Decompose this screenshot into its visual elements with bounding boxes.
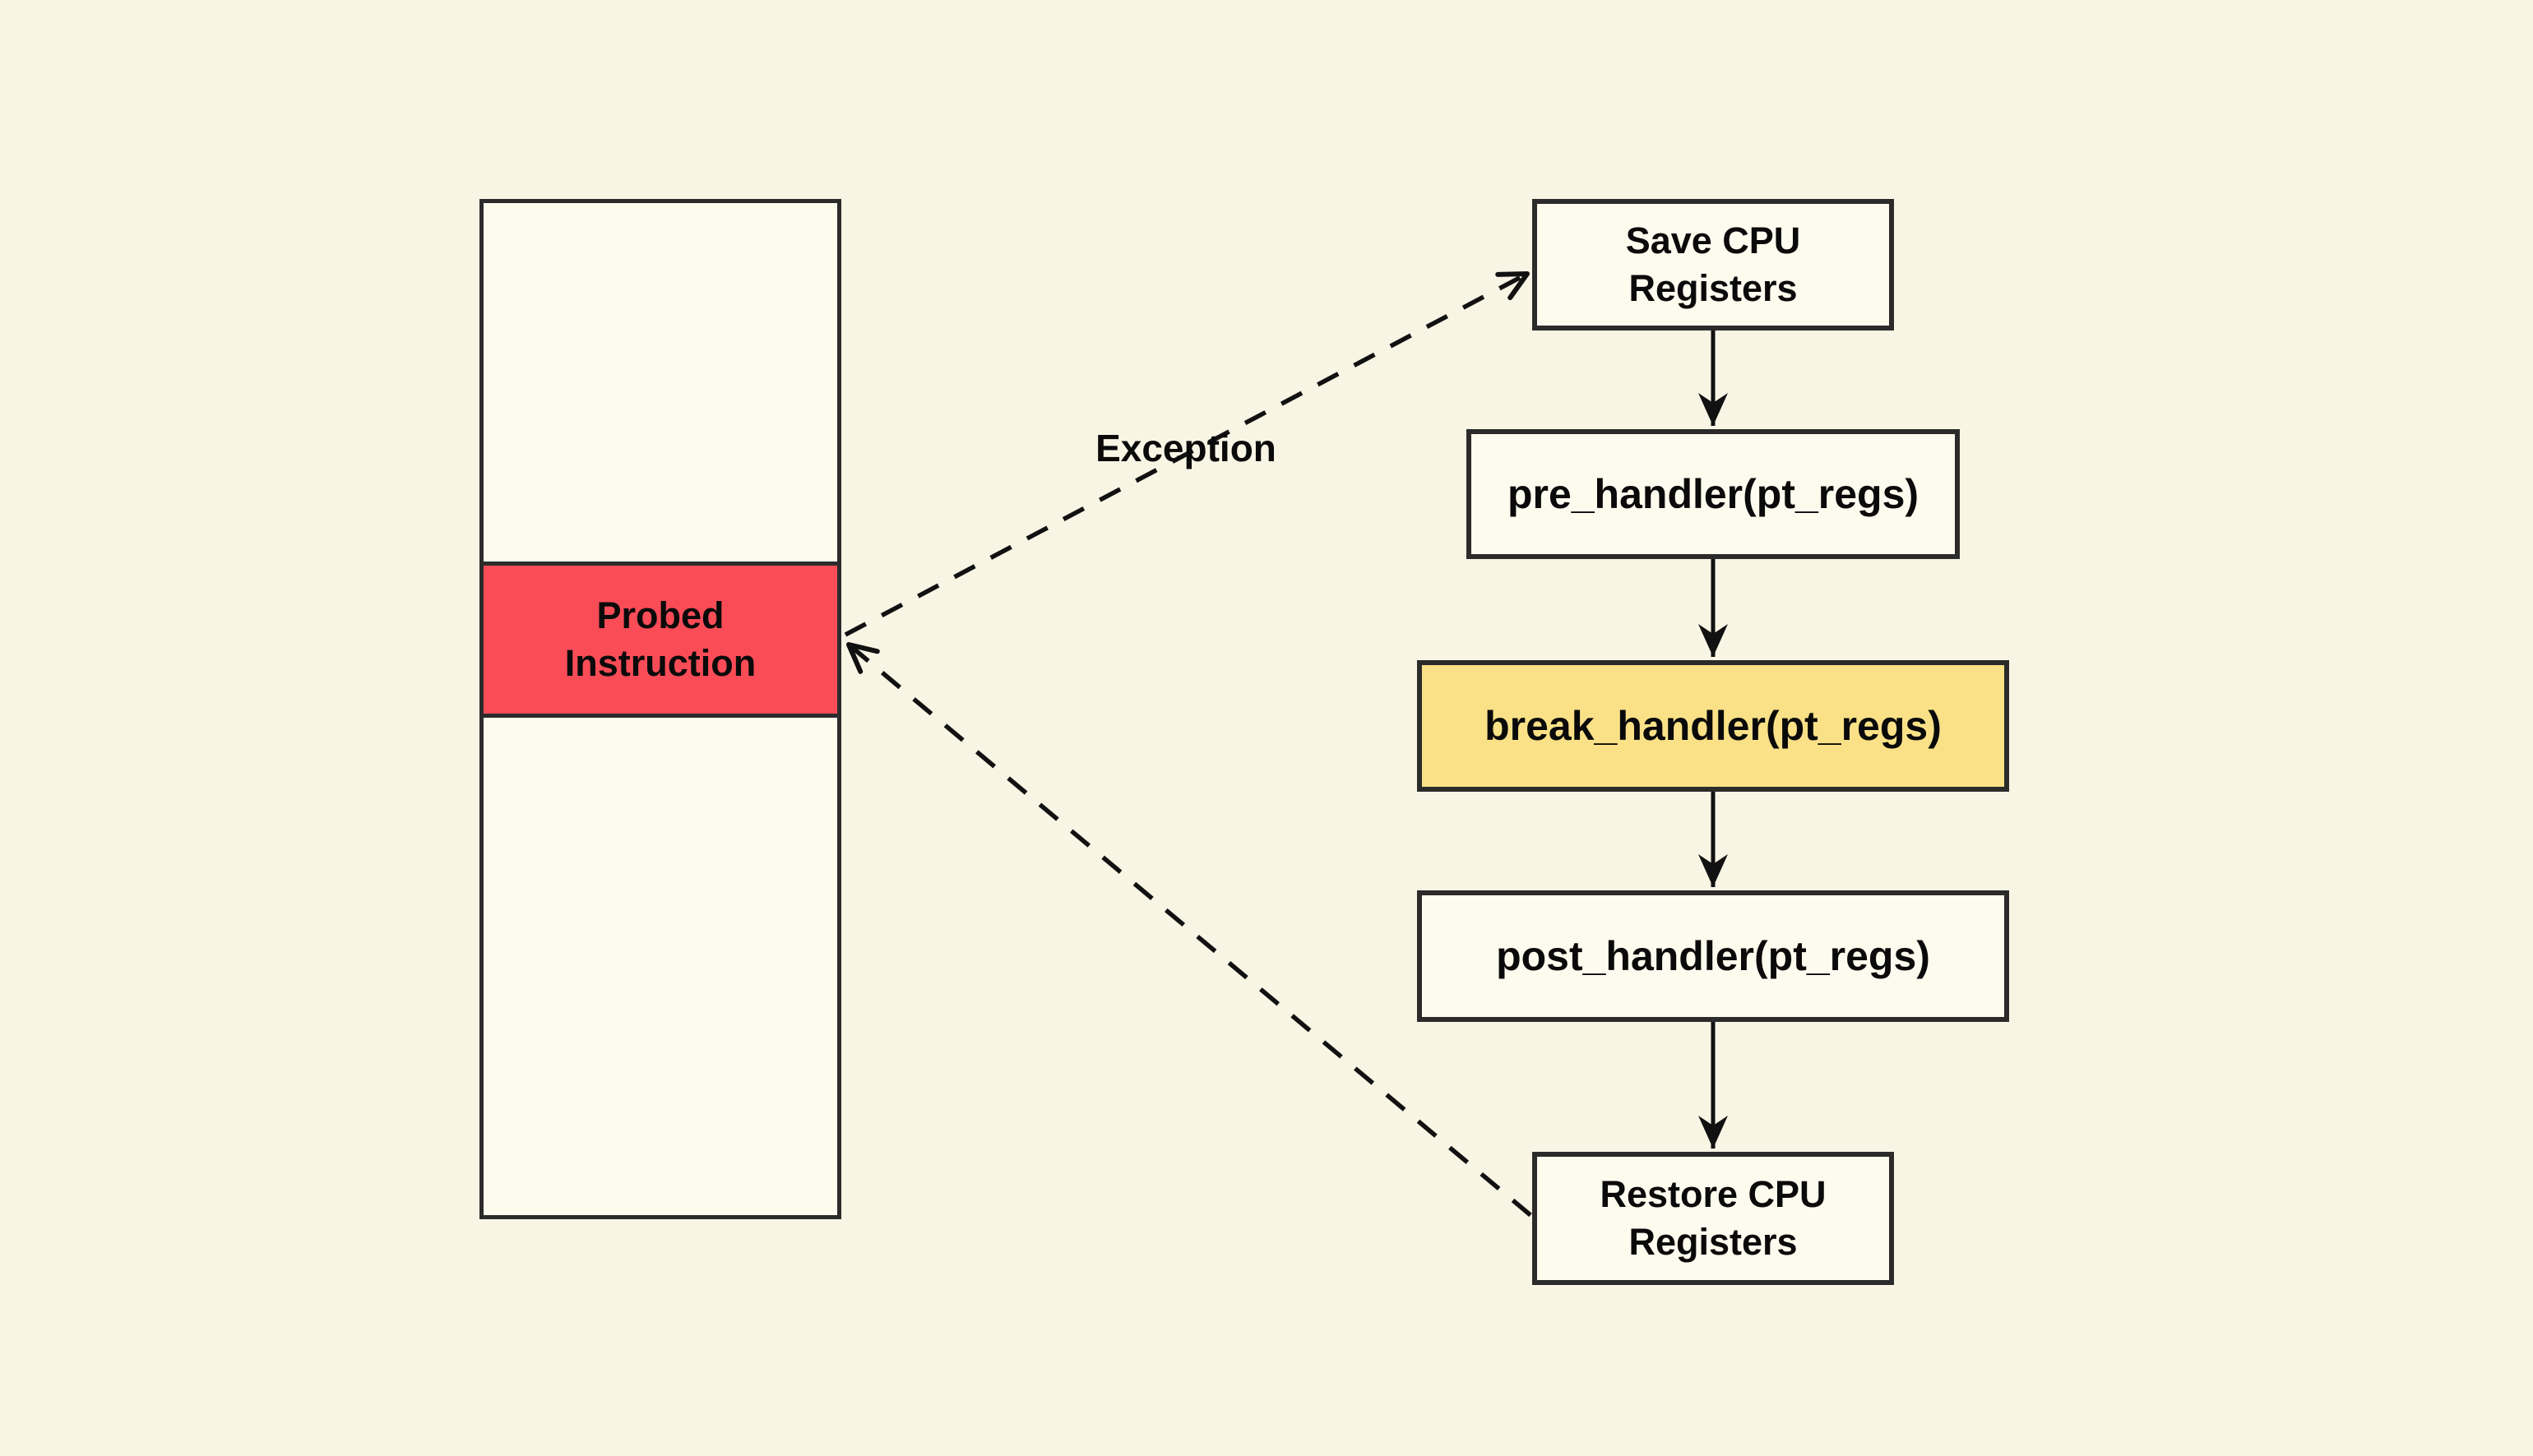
break-handler-label: break_handler(pt_regs) (1484, 703, 1942, 749)
flow-box-post-handler: post_handler(pt_regs) (1417, 890, 2009, 1022)
probed-instruction-label: Probed Instruction (564, 594, 757, 684)
pre-handler-label: pre_handler(pt_regs) (1507, 471, 1919, 517)
flow-box-save-cpu-registers: Save CPU Registers (1532, 199, 1894, 330)
probed-instruction-box: Probed Instruction (479, 562, 841, 718)
save-cpu-registers-label: Save CPU Registers (1625, 220, 1801, 309)
flow-box-restore-cpu-registers: Restore CPU Registers (1532, 1152, 1894, 1285)
post-handler-label: post_handler(pt_regs) (1496, 933, 1930, 979)
restore-cpu-registers-label: Restore CPU Registers (1600, 1173, 1827, 1263)
exception-label: Exception (1095, 427, 1276, 469)
flow-box-pre-handler: pre_handler(pt_regs) (1466, 429, 1960, 559)
flow-box-break-handler-highlighted: break_handler(pt_regs) (1417, 660, 2009, 792)
